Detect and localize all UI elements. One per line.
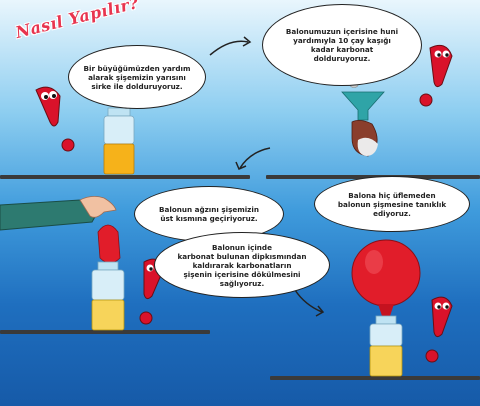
arrow-icon (209, 36, 252, 56)
step-5-speech-bubble: Balona hiç üflemeden balonun şişmesine t… (314, 176, 470, 232)
step-5-text: Balona hiç üflemeden balonun şişmesine t… (337, 190, 447, 218)
exclamation-mascot-icon (425, 296, 453, 363)
step-4-text: Balonun içinde karbonat bulunan dipkısmı… (177, 242, 307, 288)
exclamation-mascot-icon (35, 86, 75, 152)
bottle-icon (103, 107, 135, 175)
balloon-icon (351, 120, 378, 157)
balloon-icon (97, 224, 121, 264)
step-1-text: Bir büyüğümüzden yardım alarak şişemizin… (83, 63, 191, 91)
step-2-text: Balonumuzun içerisine huni yardımıyla 10… (285, 27, 399, 63)
exclamation-mascot-icon (419, 44, 453, 107)
hand-icon (0, 196, 117, 231)
step-1-speech-bubble: Bir büyüğümüzden yardım alarak şişemizin… (68, 45, 206, 109)
funnel-icon (341, 91, 385, 121)
bottle-icon (91, 261, 125, 331)
arrow-icon (294, 289, 325, 317)
shelf-top-left (0, 175, 250, 179)
step-2-speech-bubble: Balonumuzun içerisine huni yardımıyla 10… (262, 4, 422, 86)
shelf-bottom (270, 376, 480, 380)
step-3-text: Balonun ağzını şişemizin üst kısmına geç… (159, 205, 259, 223)
step-3-speech-bubble: Balonun ağzını şişemizin üst kısmına geç… (134, 186, 284, 242)
arrow-icon (235, 147, 271, 170)
balloon-icon (351, 239, 421, 316)
step-4-speech-bubble: Balonun içinde karbonat bulunan dipkısmı… (154, 232, 330, 298)
bottle-icon (369, 315, 403, 377)
shelf-middle (0, 330, 210, 334)
